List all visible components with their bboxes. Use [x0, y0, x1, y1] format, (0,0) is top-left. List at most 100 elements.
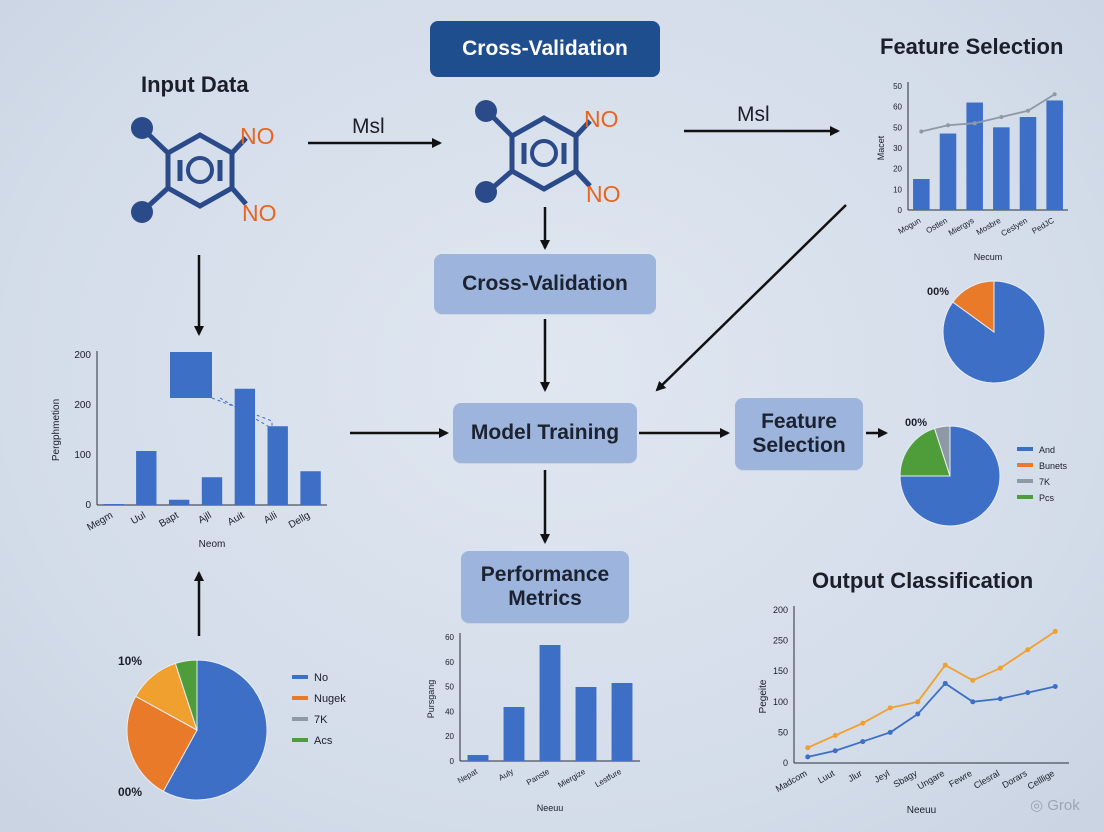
- bar-mosbre: [993, 127, 1010, 210]
- legend-swatch-gray: [1017, 479, 1033, 483]
- grok-logo-icon: ◎: [1030, 797, 1044, 814]
- line-point-blue: [860, 739, 866, 745]
- y-tick-label: 60: [893, 103, 902, 112]
- grok-watermark-text: Grok: [1047, 797, 1080, 814]
- line-point-blue: [832, 748, 838, 754]
- overlay-point: [946, 123, 950, 128]
- legend-label: Nugek: [314, 693, 346, 705]
- line-point-light_orange: [805, 745, 811, 751]
- line-point-light_orange: [942, 662, 948, 668]
- y-tick-label: 50: [893, 82, 902, 91]
- line-point-light_orange: [887, 705, 893, 711]
- bar-ajll: [201, 477, 223, 505]
- bar-miergize: [575, 687, 597, 761]
- pie-percent-label: 00%: [905, 417, 927, 429]
- x-tick-label: Auly: [497, 767, 515, 783]
- pie-percent-label-top: 10%: [118, 654, 142, 668]
- bar-pedjc: [1046, 100, 1063, 210]
- legend-swatch-gray: [292, 717, 308, 721]
- y-tick-label: 100: [74, 450, 91, 461]
- molecule-input-no-top: NO: [240, 123, 275, 149]
- y-tick-label: 200: [773, 605, 788, 615]
- x-tick-label: Clesral: [972, 768, 1001, 791]
- bar-auly: [503, 707, 525, 761]
- x-tick-label: Ungare: [916, 768, 947, 791]
- molecule-input: NO NO: [131, 117, 277, 226]
- x-tick-label: Nepat: [456, 767, 480, 786]
- line-point-light_orange: [832, 732, 838, 738]
- bar-ceslyen: [1019, 117, 1037, 210]
- x-tick-label: Jeyl: [872, 768, 891, 785]
- x-tick-label: Miergys: [947, 216, 976, 238]
- y-axis-label: Pergphmetion: [51, 399, 62, 461]
- x-tick-label: Dellg: [287, 510, 312, 531]
- cross-validation-mid-node: Cross-Validation: [434, 254, 656, 314]
- bar-nepat: [467, 755, 489, 761]
- bar-uul: [136, 451, 157, 505]
- molecule-center-structure: [488, 112, 592, 192]
- x-tick-label: PedJC: [1030, 216, 1055, 236]
- bar-auit: [234, 388, 256, 505]
- y-tick-label: 100: [773, 697, 788, 707]
- x-tick-label: Panste: [525, 767, 552, 788]
- legend-label: 7K: [314, 714, 328, 726]
- legend-label: 7K: [1039, 477, 1050, 487]
- pie-slice-green: [174, 659, 198, 731]
- line-point-blue: [942, 680, 948, 686]
- x-tick-label: Ostlen: [924, 216, 949, 235]
- overlay-point: [999, 115, 1004, 119]
- x-tick-label: Ajll: [196, 510, 213, 526]
- line-point-light_orange: [997, 665, 1003, 671]
- y-tick-label: 60: [445, 633, 454, 642]
- legend-swatch-green: [292, 738, 308, 742]
- y-tick-label: 40: [445, 707, 454, 716]
- molecule-center-atom-bottom: [475, 181, 497, 203]
- pie-percent-label: 00%: [927, 286, 949, 298]
- model-training-node: Model Training: [453, 403, 637, 463]
- pie-slice-blue: [162, 659, 268, 801]
- overlay-point: [1026, 108, 1030, 113]
- line-point-blue: [805, 754, 811, 760]
- molecule-center-atom-top: [475, 100, 497, 122]
- feature-selection-label: Feature Selection: [752, 409, 846, 457]
- y-tick-label: 200: [74, 400, 91, 411]
- x-tick-label: Mogun: [897, 216, 923, 236]
- x-tick-label: Luut: [816, 768, 837, 786]
- molecule-center: NO NO: [475, 100, 621, 207]
- y-axis-label: Macet: [876, 135, 886, 160]
- x-tick-label: Aili: [262, 510, 279, 526]
- feature-selection-heading: Feature Selection: [880, 34, 1064, 59]
- molecule-input-no-bottom: NO: [242, 200, 277, 226]
- overlay-point: [1052, 92, 1057, 97]
- y-tick-label: 10: [893, 185, 902, 194]
- y-tick-label: 30: [893, 144, 902, 153]
- x-tick-label: Megm: [85, 510, 115, 533]
- performance-metrics-label: Performance Metrics: [480, 562, 610, 610]
- grok-watermark: ◎ Grok: [1030, 796, 1080, 814]
- y-tick-label: 200: [74, 350, 91, 361]
- y-tick-label: 0: [898, 206, 903, 215]
- legend-label: And: [1039, 445, 1055, 455]
- x-tick-label: Miergize: [556, 767, 587, 790]
- y-tick-label: 250: [773, 636, 788, 646]
- bar-miergys: [966, 102, 983, 210]
- bar-bapt: [168, 499, 190, 505]
- x-tick-label: Jlur: [846, 768, 864, 784]
- line-point-light_orange: [1025, 647, 1031, 653]
- legend-label: Acs: [314, 735, 333, 747]
- y-tick-label: 20: [893, 165, 902, 174]
- line-point-light_orange: [1052, 628, 1058, 634]
- y-axis-label: Pursgang: [426, 680, 436, 719]
- line-point-blue: [887, 729, 893, 735]
- legend-swatch-orange: [1017, 463, 1033, 467]
- bar-lestfure: [611, 683, 633, 761]
- cross-validation-top-label: Cross-Validation: [462, 36, 628, 60]
- y-tick-label: 50: [778, 727, 788, 737]
- bar-mogun: [913, 179, 930, 210]
- pie-percent-label-bottom: 00%: [118, 785, 142, 799]
